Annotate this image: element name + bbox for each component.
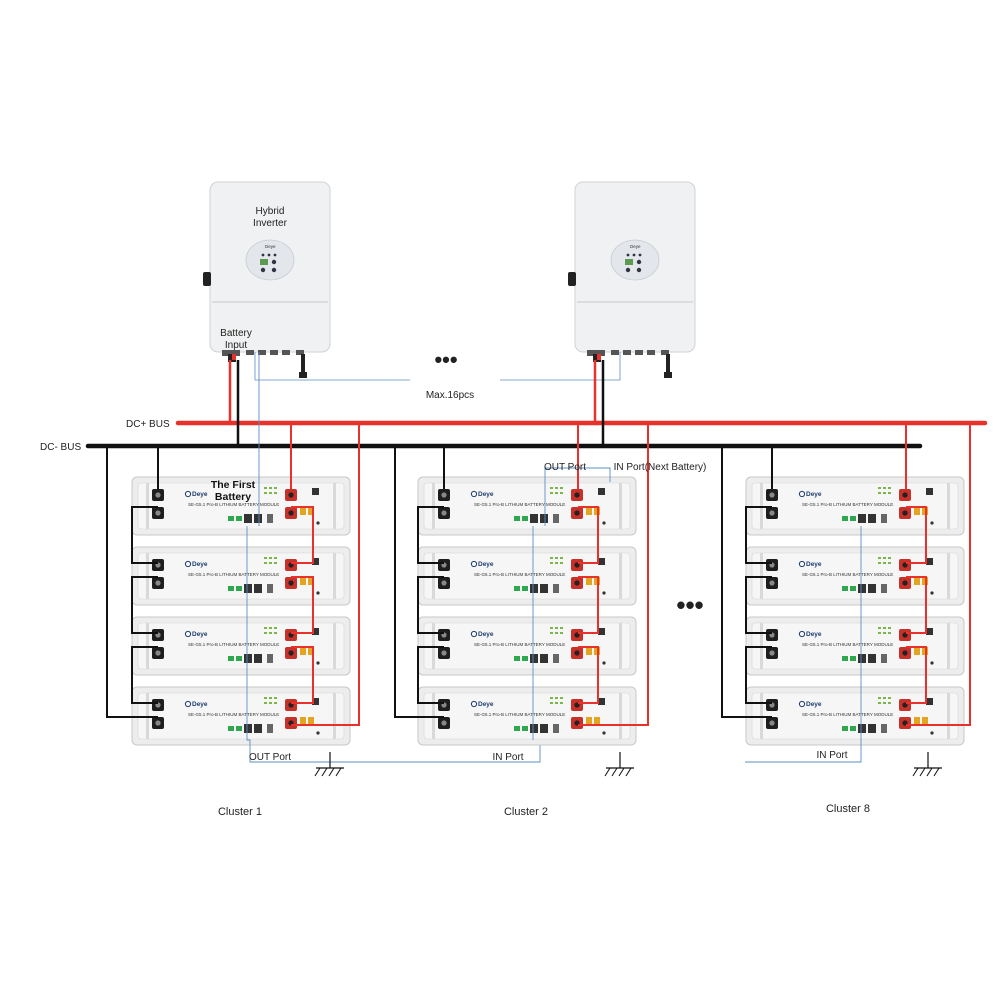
svg-text:Deye: Deye — [478, 491, 494, 498]
cluster-2-label: Cluster 2 — [504, 806, 548, 818]
module-labels-cluster-2: Deye Deye Deye Deye SE-G5.1 Pro-B LITHIU… — [474, 491, 565, 717]
svg-text:SE-G5.1 Pro-B LITHIUM BATTERY: SE-G5.1 Pro-B LITHIUM BATTERY MODULE — [188, 572, 279, 577]
first-battery-label-line1: The First — [211, 479, 256, 491]
cluster-ellipsis: ••• — [676, 590, 703, 620]
svg-text:SE-G5.1 Pro-B LITHIUM BATTERY: SE-G5.1 Pro-B LITHIUM BATTERY MODULE — [474, 502, 565, 507]
dc-plus-bus-label: DC+ BUS — [126, 419, 170, 430]
cluster-1: Deye Deye Deye Deye SE-G5.1 Pro-B LITHIU… — [106, 352, 541, 818]
svg-text:SE-G5.1 Pro-B LITHIUM BATTERY: SE-G5.1 Pro-B LITHIUM BATTERY MODULE — [802, 642, 893, 647]
in-port-next-label: IN Port(Next Battery) — [614, 462, 707, 473]
inverter-ellipsis: ••• — [434, 347, 457, 372]
inverter-title-line1: Hybrid — [256, 206, 285, 217]
svg-text:SE-G5.1 Pro-B LITHIUM BATTERY: SE-G5.1 Pro-B LITHIUM BATTERY MODULE — [474, 572, 565, 577]
cluster-1-label: Cluster 1 — [218, 806, 262, 818]
svg-text:Deye: Deye — [806, 631, 822, 638]
first-battery-label-line2: Battery — [215, 491, 251, 503]
in-port-cluster8-label: IN Port — [816, 750, 847, 761]
svg-text:Deye: Deye — [192, 491, 208, 498]
cluster-2: Deye Deye Deye Deye SE-G5.1 Pro-B LITHIU… — [394, 423, 707, 818]
svg-text:SE-G5.1 Pro-B LITHIUM BATTERY: SE-G5.1 Pro-B LITHIUM BATTERY MODULE — [188, 712, 279, 717]
max-pcs-label: Max.16pcs — [426, 390, 474, 401]
battery-input-label-line2: Input — [225, 340, 247, 351]
cluster-8-label: Cluster 8 — [826, 803, 870, 815]
out-port-top-label: OUT Port — [544, 462, 586, 473]
svg-text:SE-G5.1 Pro-B LITHIUM BATTERY: SE-G5.1 Pro-B LITHIUM BATTERY MODULE — [802, 572, 893, 577]
svg-text:SE-G5.1 Pro-B LITHIUM BATTERY: SE-G5.1 Pro-B LITHIUM BATTERY MODULE — [802, 502, 893, 507]
module-labels-cluster-1: Deye Deye Deye Deye SE-G5.1 Pro-B LITHIU… — [188, 491, 279, 717]
svg-text:SE-G5.1 Pro-B LITHIUM BATTERY: SE-G5.1 Pro-B LITHIUM BATTERY MODULE — [188, 642, 279, 647]
svg-text:SE-G5.1 Pro-B LITHIUM BATTERY: SE-G5.1 Pro-B LITHIUM BATTERY MODULE — [188, 502, 279, 507]
svg-text:SE-G5.1 Pro-B LITHIUM BATTERY: SE-G5.1 Pro-B LITHIUM BATTERY MODULE — [474, 712, 565, 717]
svg-text:Deye: Deye — [478, 701, 494, 708]
inverter-title-line2: Inverter — [253, 218, 288, 229]
svg-text:Deye: Deye — [806, 561, 822, 568]
svg-text:Deye: Deye — [192, 561, 208, 568]
in-port-cluster2-label: IN Port — [492, 752, 523, 763]
svg-text:Deye: Deye — [806, 491, 822, 498]
inverter-1: Hybrid Inverter Battery Input — [202, 181, 331, 379]
cluster-8: Deye Deye Deye Deye SE-G5.1 Pro-B LITHIU… — [721, 423, 971, 815]
inverter-power-cables — [228, 360, 605, 446]
module-labels-cluster-8: Deye Deye Deye Deye SE-G5.1 Pro-B LITHIU… — [802, 491, 893, 717]
svg-text:Deye: Deye — [192, 631, 208, 638]
battery-input-label-line1: Battery — [220, 328, 252, 339]
out-port-bottom-label: OUT Port — [249, 752, 291, 763]
inverter-parallel-link — [254, 352, 621, 381]
inverter-n — [567, 181, 696, 379]
svg-text:SE-G5.1 Pro-B LITHIUM BATTERY: SE-G5.1 Pro-B LITHIUM BATTERY MODULE — [474, 642, 565, 647]
svg-text:Deye: Deye — [192, 701, 208, 708]
svg-text:Deye: Deye — [806, 701, 822, 708]
svg-text:Deye: Deye — [478, 631, 494, 638]
dc-minus-bus-label: DC- BUS — [40, 442, 81, 453]
svg-text:SE-G5.1 Pro-B LITHIUM BATTERY: SE-G5.1 Pro-B LITHIUM BATTERY MODULE — [802, 712, 893, 717]
svg-text:Deye: Deye — [478, 561, 494, 568]
